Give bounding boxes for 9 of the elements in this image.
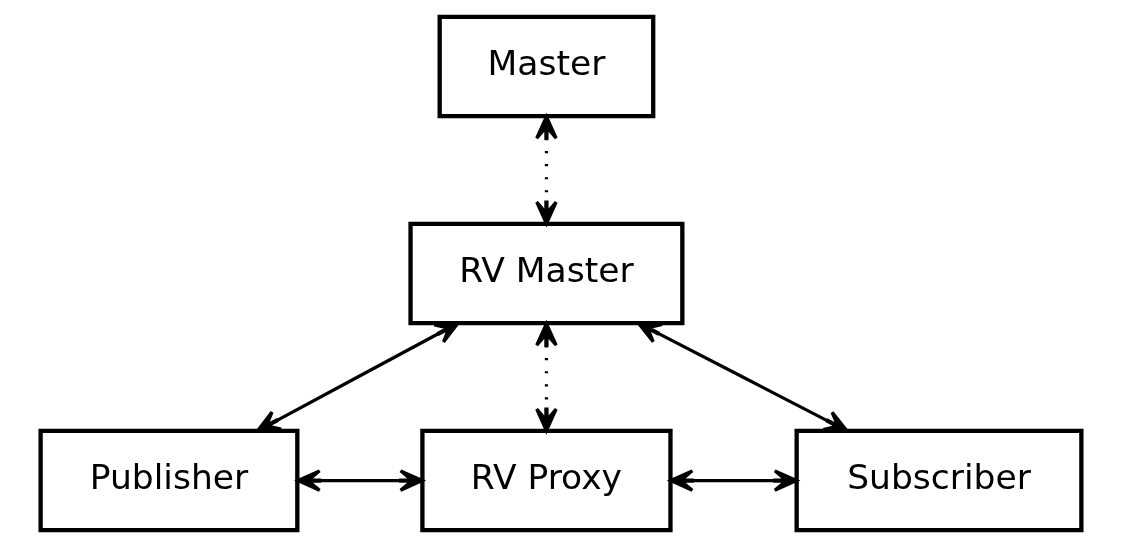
arrow [535,322,558,433]
node-box: RV Proxy [420,428,673,533]
node-box: RV Master [408,221,685,326]
arrow [535,115,558,226]
arrow [669,469,799,492]
node-box: Subscriber [794,428,1084,533]
node-box: Master [437,14,656,119]
arrow [296,469,424,492]
node-box: Publisher [38,428,300,533]
